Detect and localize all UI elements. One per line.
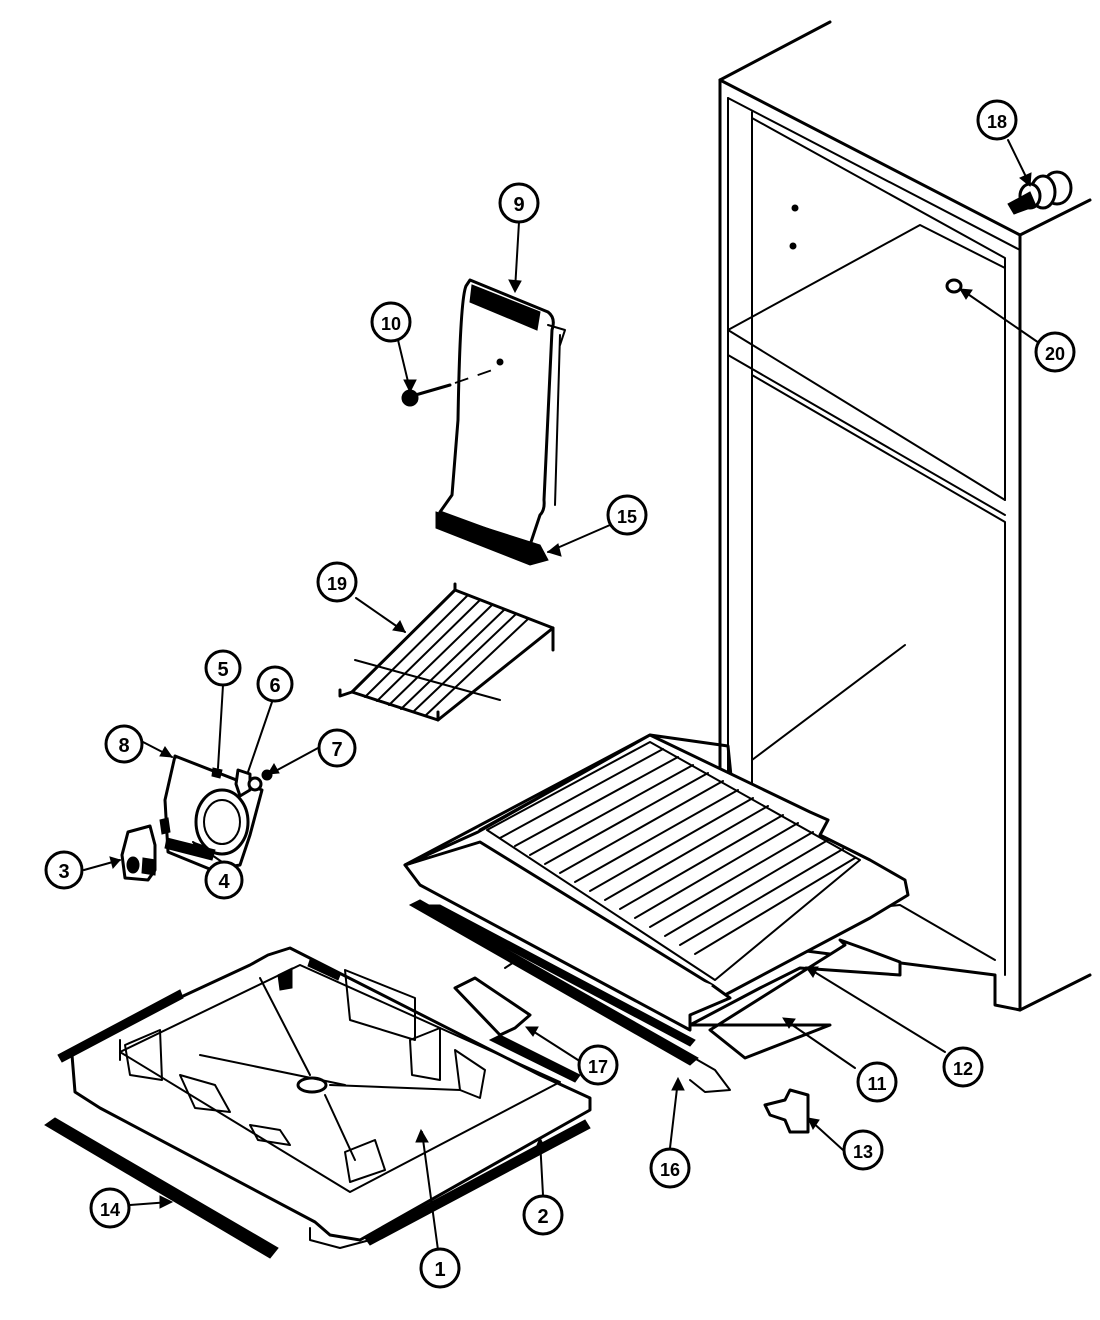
callout-8: 8	[104, 724, 144, 764]
callout-3-label: 3	[58, 861, 69, 883]
callout-10-label: 10	[381, 314, 401, 334]
callout-5-label: 5	[217, 659, 228, 681]
part-20-plug	[945, 278, 963, 294]
callout-16-label: 16	[660, 1160, 680, 1180]
callout-17: 17	[577, 1044, 619, 1086]
leader-lines	[83, 139, 1043, 1251]
callout-18-label: 18	[987, 112, 1007, 132]
part-9-air-duct	[435, 278, 566, 566]
part-19-wire-shelf	[338, 582, 555, 722]
callout-14: 14	[89, 1187, 131, 1229]
callout-19: 19	[316, 561, 358, 603]
part-16-trim-strip	[408, 899, 731, 1093]
part-18-light-socket	[1007, 170, 1073, 215]
fan-assembly	[120, 754, 273, 882]
callout-15-label: 15	[617, 507, 637, 527]
callout-10: 10	[370, 301, 412, 343]
callouts: 9 10 15 19 18 20 5 6 7 8 3 4 11 12 13 17…	[44, 99, 1076, 1289]
callout-17-label: 17	[588, 1057, 608, 1077]
shelf-grid-lines	[499, 748, 856, 955]
callout-7-label: 7	[331, 739, 342, 761]
callout-1: 1	[419, 1247, 461, 1289]
callout-14-label: 14	[100, 1200, 120, 1220]
callout-1-label: 1	[434, 1259, 445, 1281]
callout-20-label: 20	[1045, 344, 1065, 364]
callout-3: 3	[44, 850, 84, 890]
callout-11: 11	[856, 1061, 898, 1103]
part-2-rail	[364, 1034, 591, 1246]
callout-5: 5	[204, 649, 242, 687]
callout-6-label: 6	[269, 675, 280, 697]
callout-4: 4	[204, 860, 244, 900]
callout-2: 2	[522, 1194, 564, 1236]
callout-13: 13	[842, 1129, 884, 1171]
part-1-tray	[70, 946, 592, 1249]
callout-16: 16	[649, 1147, 691, 1189]
callout-8-label: 8	[118, 735, 129, 757]
callout-9-label: 9	[513, 194, 524, 216]
part-17-pad	[453, 976, 532, 1037]
callout-20: 20	[1034, 331, 1076, 373]
callout-12: 12	[942, 1046, 984, 1088]
part-12-shelf-frame	[403, 733, 910, 1047]
callout-6: 6	[256, 665, 294, 703]
callout-18: 18	[976, 99, 1018, 141]
callout-15: 15	[606, 494, 648, 536]
callout-11-label: 11	[867, 1074, 886, 1094]
callout-13-label: 13	[853, 1142, 873, 1162]
part-13-bracket	[763, 1088, 810, 1134]
part-14-rail	[44, 989, 279, 1259]
callout-7: 7	[317, 728, 357, 768]
callout-19-label: 19	[327, 574, 347, 594]
callout-2-label: 2	[537, 1206, 548, 1228]
cabinet-liner	[718, 20, 1092, 1012]
arrowheads	[109, 172, 1032, 1209]
callout-12-label: 12	[953, 1059, 973, 1079]
callout-4-label: 4	[218, 871, 230, 893]
callout-9: 9	[498, 182, 540, 224]
